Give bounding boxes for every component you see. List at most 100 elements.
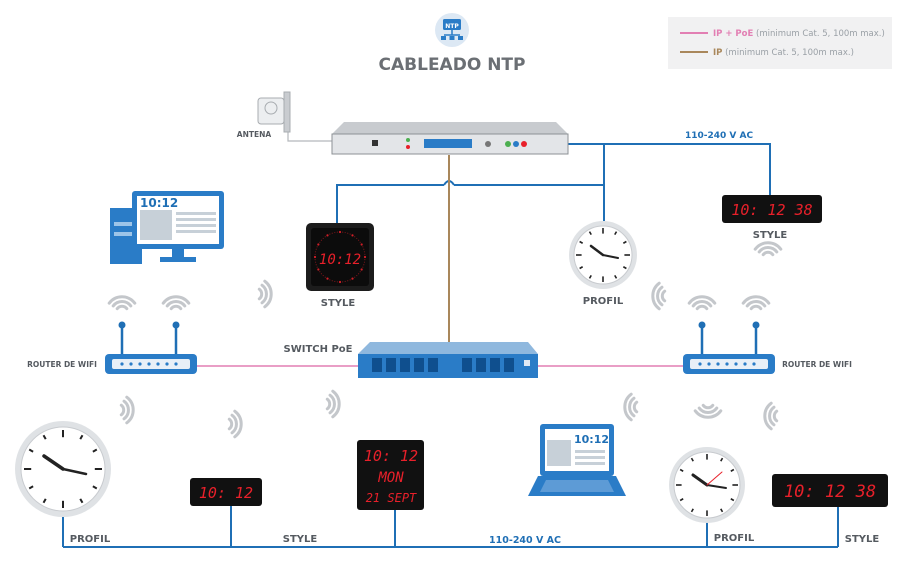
style-hms-bottom-display-icon	[772, 474, 888, 507]
dial-dot	[364, 259, 366, 261]
clock-tick	[79, 434, 84, 440]
analog-clock-bottom-right-ticks	[676, 454, 738, 516]
dial-dot	[354, 236, 356, 238]
dial-dot	[364, 253, 366, 255]
antenna-icon	[257, 91, 291, 133]
clock-tick	[622, 266, 627, 270]
ntp-badge-text: NTP	[445, 23, 459, 30]
clock-tick	[679, 498, 684, 502]
style-small-bottom-time: 10: 12	[199, 484, 253, 502]
ntp-server-icon	[331, 122, 569, 155]
dial-dot	[363, 251, 366, 253]
dial-dot	[336, 231, 338, 233]
profil-label-bottom-left: PROFIL	[70, 534, 111, 545]
poe-switch-icon	[358, 342, 538, 378]
dial-dot	[351, 277, 354, 280]
clock-tick	[79, 498, 84, 504]
dial-dot	[319, 241, 321, 243]
style-small-bottom-display-icon	[190, 478, 262, 506]
clock-tick	[92, 448, 98, 453]
dial-dot	[334, 280, 336, 283]
dial-dot	[315, 264, 317, 266]
wifi-icon	[753, 241, 783, 257]
dial-dot	[336, 281, 338, 283]
clock-tick	[614, 274, 618, 279]
clock-tick	[720, 508, 724, 513]
wifi-icon	[257, 279, 273, 309]
dial-dot	[317, 268, 320, 271]
dial-dot	[338, 230, 342, 234]
style-label-top-right: STYLE	[753, 230, 788, 241]
router-right-label: ROUTER DE WIFI	[782, 360, 852, 369]
profil-label-top: PROFIL	[583, 296, 624, 307]
legend-ip-note: (minimum Cat. 5, 100m max.)	[725, 48, 854, 58]
legend-poe-text: IP + PoE (minimum Cat. 5, 100m max.)	[713, 29, 885, 39]
dial-dot	[319, 271, 321, 273]
wifi-icon	[763, 401, 779, 431]
dial-dot	[316, 246, 318, 248]
clock-tick	[690, 508, 694, 513]
style-label-bottom-right: STYLE	[845, 534, 880, 545]
dial-dot	[347, 232, 349, 234]
wifi-icon	[325, 389, 341, 419]
dial-dot	[326, 234, 329, 237]
legend-poe-label: IP + PoE	[713, 29, 754, 39]
dial-dot	[363, 261, 366, 263]
dial-dot	[344, 231, 346, 234]
clock-tick	[42, 498, 47, 504]
dial-dot	[356, 237, 358, 240]
wifi-icon	[741, 295, 771, 311]
style-hms-top-time: 10: 12 38	[731, 201, 812, 219]
blue-power-lines	[62, 143, 839, 548]
dial-dot	[329, 279, 331, 281]
clock-tick	[42, 434, 47, 440]
wifi-icon	[107, 295, 137, 311]
clock-tick	[720, 457, 724, 462]
wifi-router-right-icon	[683, 321, 775, 374]
dial-dot	[359, 241, 361, 243]
dial-dot	[342, 231, 344, 233]
antenna-label: ANTENA	[237, 130, 272, 139]
wifi-icon	[651, 281, 667, 311]
desktop-computer-icon	[110, 191, 224, 264]
clock-tick	[588, 231, 592, 236]
calendar-day: MON	[377, 470, 404, 486]
dial-dot	[334, 231, 336, 234]
dial-dot	[363, 248, 365, 250]
dial-dot	[315, 248, 317, 250]
dial-dot	[357, 273, 360, 275]
dial-dot	[324, 276, 326, 278]
wifi-icon	[687, 295, 717, 311]
analog-clock-bottom-right-hands	[691, 471, 727, 489]
dial-dot	[349, 279, 351, 281]
dial-dot	[314, 251, 317, 253]
dial-dot	[316, 266, 318, 268]
power-label-top: 110-240 V AC	[685, 131, 754, 141]
analog-clock-top-hands	[589, 244, 619, 259]
wifi-icon	[623, 392, 639, 422]
dial-dot	[363, 264, 365, 266]
power-label-bottom: 110-240 V AC	[489, 535, 561, 546]
dial-dot	[356, 274, 358, 277]
calendar-display-icon	[357, 440, 424, 510]
dial-dot	[347, 280, 349, 282]
dial-dot	[331, 232, 333, 234]
style-square-clock-icon	[306, 223, 374, 291]
dial-dot	[338, 280, 342, 284]
dial-dot	[331, 280, 333, 282]
wifi-icon	[227, 409, 243, 439]
dial-dot	[324, 236, 326, 238]
wifi-router-left-icon	[105, 321, 197, 374]
clock-tick	[730, 498, 735, 502]
pc-screen-time: 10:12	[140, 196, 178, 210]
calendar-time: 10: 12	[364, 447, 418, 465]
dial-dot	[326, 277, 329, 280]
router-left-label: ROUTER DE WIFI	[27, 360, 97, 369]
style-square-clock-dial	[313, 230, 367, 284]
dial-dot	[362, 246, 364, 248]
dial-dot	[342, 281, 344, 283]
dial-dot	[354, 276, 356, 278]
clock-tick	[579, 240, 584, 244]
style-hms-bottom-time: 10: 12 38	[784, 482, 876, 502]
